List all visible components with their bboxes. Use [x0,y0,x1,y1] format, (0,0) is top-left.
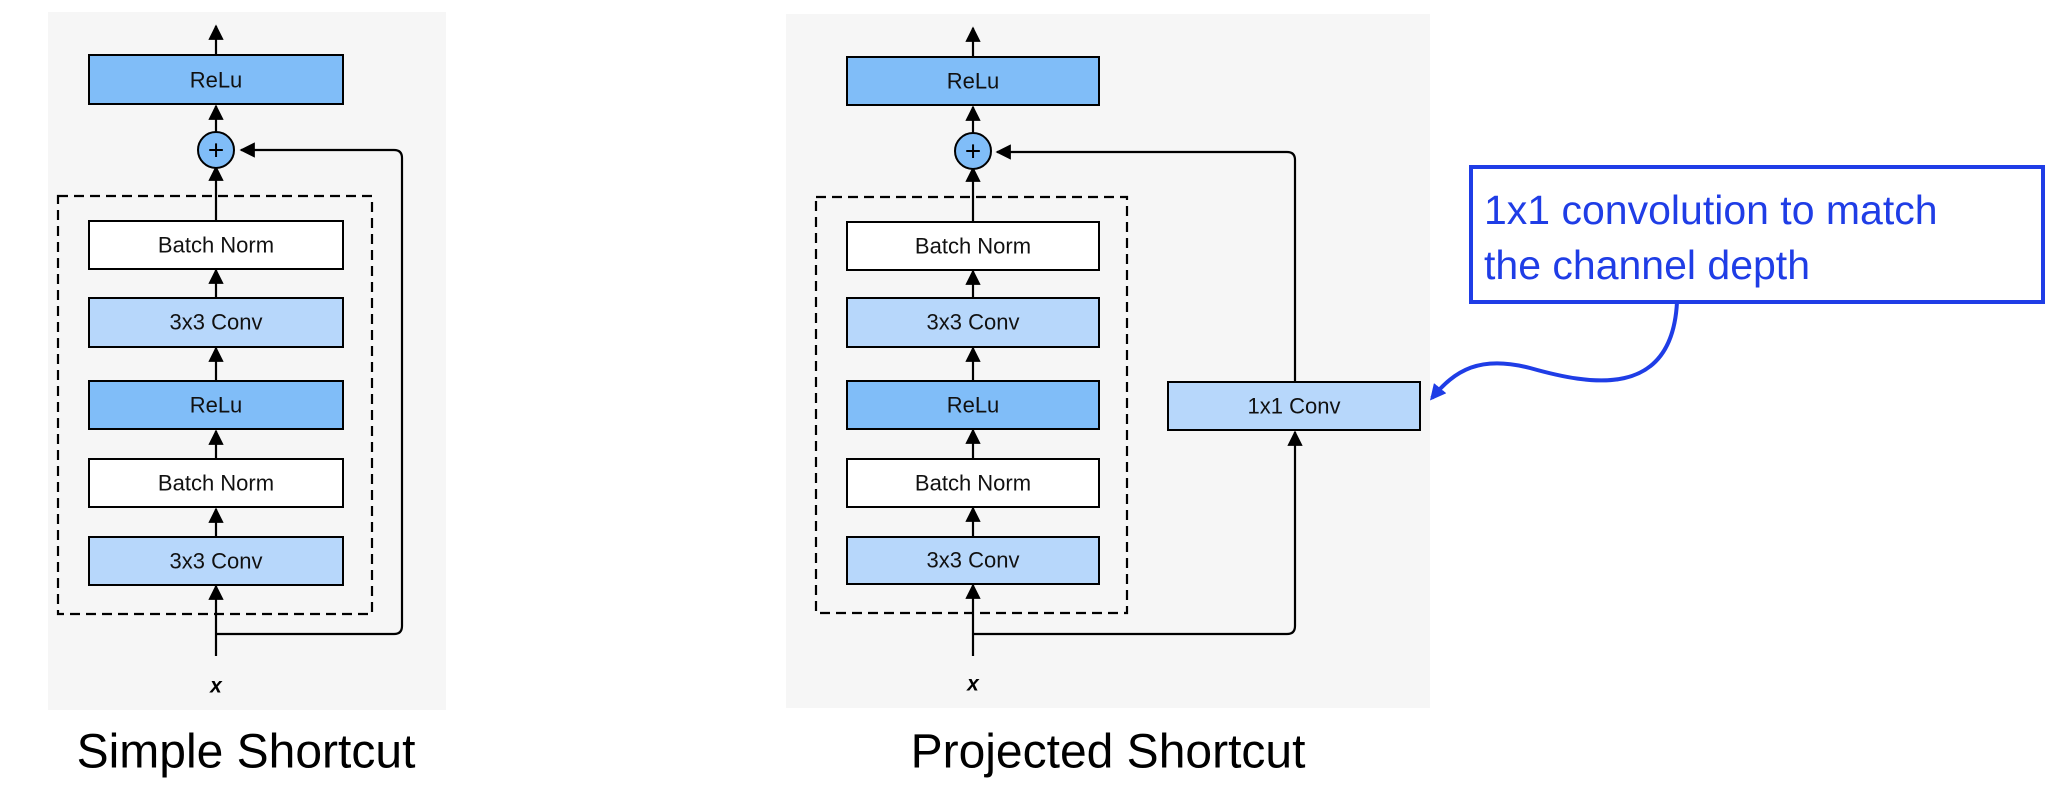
projected-skip-to-projection [973,430,1303,636]
simple-main-path [208,24,404,656]
simple-batch-norm-2-label: Batch Norm [158,233,274,258]
simple-add-symbol: + [208,135,224,166]
projected-batch-norm-1-label: Batch Norm [915,471,1031,496]
simple-panel-background [48,12,446,710]
projected-conv-1-block [846,536,1100,585]
projected-shortcut-panel: ReLu Batch Norm 3x3 Conv ReLu Batch Norm… [786,14,1430,708]
projected-relu-out-block [846,56,1100,106]
projected-conv-2-label: 3x3 Conv [927,310,1020,335]
projected-projection-conv-block [1167,381,1421,431]
simple-relu-mid-block [88,380,344,430]
simple-relu-out-label: ReLu [190,68,243,93]
callout-line-2: the channel depth [1484,242,1810,288]
projected-conv-2-block [846,297,1100,348]
projected-projection-conv-label: 1x1 Conv [1248,394,1341,419]
projected-panel-background [786,14,1430,708]
projected-batch-norm-2-label: Batch Norm [915,234,1031,259]
simple-batch-norm-1-block [88,458,344,508]
projected-batch-norm-1-block [846,458,1100,508]
simple-batch-norm-2-block [88,220,344,270]
simple-relu-out-block [88,54,344,105]
callout-box [1469,165,2045,304]
projected-relu-out-label: ReLu [947,69,1000,94]
projected-shortcut-caption: Projected Shortcut [911,726,1306,779]
projected-batch-norm-2-block [846,221,1100,271]
simple-batch-norm-1-label: Batch Norm [158,471,274,496]
callout-pointer-arrow [1429,301,1679,401]
simple-relu-mid-label: ReLu [190,393,243,418]
projected-input-label: x [966,673,980,696]
simple-skip-connection [216,142,404,636]
projected-relu-mid-block [846,380,1100,430]
simple-shortcut-panel: ReLu Batch Norm 3x3 Conv ReLu Batch Norm… [48,12,446,710]
callout: 1x1 convolution to match the channel dep… [1429,165,2045,401]
projected-add-symbol: + [965,136,981,167]
projected-residual-block-outline [814,195,1129,615]
simple-input-label: x [209,675,223,698]
projected-skip-from-projection [995,144,1297,381]
simple-conv-2-label: 3x3 Conv [170,310,263,335]
projected-conv-1-label: 3x3 Conv [927,548,1020,573]
simple-conv-1-block [88,536,344,586]
projected-main-path [965,26,1303,656]
projected-relu-mid-label: ReLu [947,393,1000,418]
projected-add-node [954,132,992,170]
simple-add-node [197,131,235,169]
simple-conv-1-label: 3x3 Conv [170,549,263,574]
callout-line-1: 1x1 convolution to match [1484,187,1938,233]
simple-shortcut-caption: Simple Shortcut [77,726,416,779]
simple-conv-2-block [88,297,344,348]
